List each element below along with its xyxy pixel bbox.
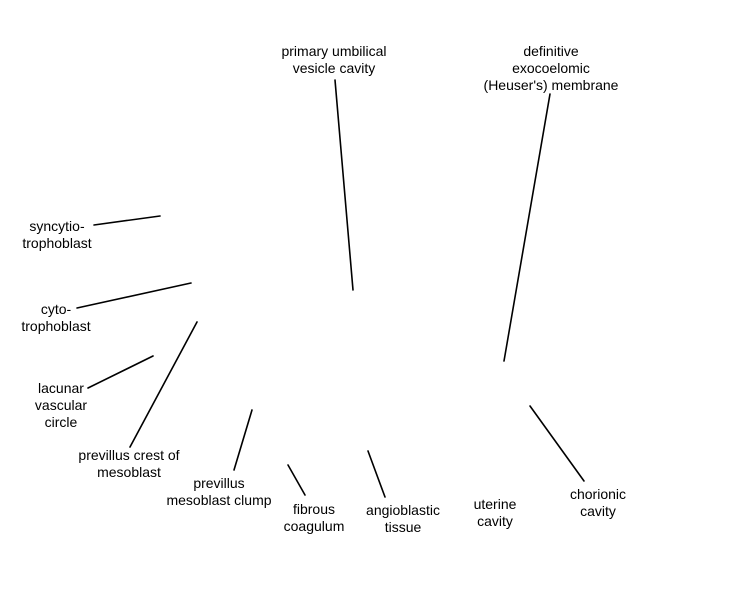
leader-line-definitive-exocoelomic-membrane (503, 93, 551, 362)
label-cytotrophoblast: cyto- trophoblast (21, 301, 91, 334)
label-angioblastic-tissue: angioblastic tissue (366, 502, 440, 535)
leader-line-fibrous-coagulum (287, 464, 306, 496)
leader-line-primary-umbilical-vesicle-cavity (334, 79, 354, 291)
label-previllus-crest-of-mesoblast: previllus crest of mesoblast (78, 447, 180, 480)
label-chorionic-cavity: chorionic cavity (569, 486, 627, 519)
leader-line-previllus-crest-of-mesoblast (129, 321, 198, 448)
leader-line-lacunar-vascular-circle (87, 355, 154, 389)
label-lacunar-vascular-circle: lacunar vascular circle (34, 380, 88, 430)
label-fibrous-coagulum: fibrous coagulum (283, 501, 345, 534)
leader-line-chorionic-cavity (529, 405, 585, 482)
leader-line-angioblastic-tissue (367, 450, 386, 498)
label-definitive-exocoelomic-membrane: definitive exocoelomic (Heuser's) membra… (483, 43, 619, 93)
label-uterine-cavity: uterine cavity (473, 496, 517, 529)
label-primary-umbilical-vesicle-cavity: primary umbilical vesicle cavity (281, 43, 387, 76)
label-previllus-mesoblast-clump: previllus mesoblast clump (166, 475, 272, 508)
leader-line-syncytiotrophoblast (93, 215, 161, 226)
label-syncytiotrophoblast: syncytio- trophoblast (22, 218, 92, 251)
leader-line-cytotrophoblast (76, 282, 192, 309)
leader-line-previllus-mesoblast-clump (233, 409, 253, 471)
